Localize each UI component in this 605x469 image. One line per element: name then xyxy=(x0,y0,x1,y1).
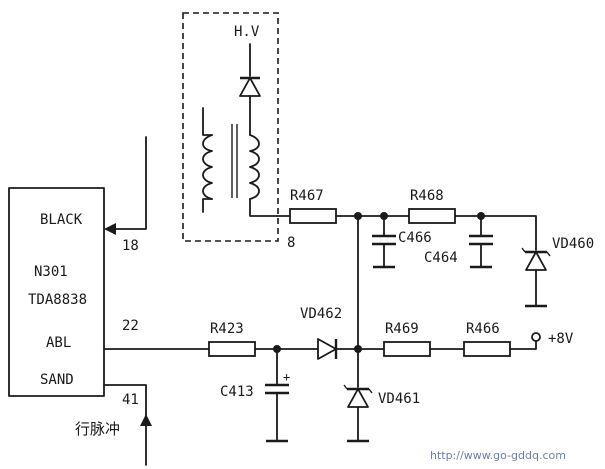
c413-polarity-plus: + xyxy=(283,370,290,384)
label-r468: R468 xyxy=(410,188,444,204)
ic-ref-label: N301 xyxy=(34,264,68,280)
resistor-r468 xyxy=(408,208,456,224)
vd460-triangle xyxy=(525,251,547,271)
label-line-pulse: 行脉冲 xyxy=(75,420,120,438)
resistor-r466 xyxy=(463,341,511,357)
wire-primary-top xyxy=(202,107,213,136)
wire-sand xyxy=(103,384,147,466)
arrow-line-pulse xyxy=(140,414,152,426)
label-vd461: VD461 xyxy=(378,391,420,407)
supply-terminal xyxy=(531,332,541,342)
label-r423: R423 xyxy=(210,321,244,337)
hv-diode-triangle xyxy=(239,77,261,97)
label-c466: C466 xyxy=(398,230,432,246)
vd460-bar-wing-right xyxy=(546,251,551,257)
resistor-r423 xyxy=(208,341,256,357)
hv-label: H.V xyxy=(234,24,260,40)
resistor-r467 xyxy=(289,208,337,224)
label-supply-8v: +8V xyxy=(548,331,574,347)
wire-r468-to-vd460 xyxy=(454,215,537,251)
vd460-bar-wing-left xyxy=(521,247,526,253)
vd461-triangle xyxy=(347,388,369,408)
pin-label-sand: SAND xyxy=(40,372,74,388)
secondary-winding xyxy=(249,134,260,200)
pin-number-8: 8 xyxy=(287,235,295,251)
pin-label-abl: ABL xyxy=(46,335,71,351)
wire-r466-to-supply xyxy=(509,340,537,350)
label-c413: C413 xyxy=(220,384,254,400)
pin-number-18: 18 xyxy=(122,238,139,254)
resistor-r469 xyxy=(383,341,431,357)
label-vd462: VD462 xyxy=(300,306,342,322)
vd462-triangle xyxy=(317,338,337,360)
label-r469: R469 xyxy=(385,321,419,337)
vd461-bar-wing-right xyxy=(368,388,373,394)
watermark-url: http://www.go-gddq.com xyxy=(430,449,566,462)
flyback-transformer-box xyxy=(182,12,279,242)
label-r466: R466 xyxy=(466,321,500,337)
wire-black-input xyxy=(113,136,147,230)
label-c464: C464 xyxy=(424,250,458,266)
wire-winding-to-r467 xyxy=(249,198,291,217)
wire-primary-bottom xyxy=(202,198,213,213)
primary-winding xyxy=(202,134,213,200)
arrow-black-input xyxy=(104,223,116,235)
pin-number-22: 22 xyxy=(122,318,139,334)
ic-part-label: TDA8838 xyxy=(28,292,87,308)
pin-label-black: BLACK xyxy=(40,212,83,228)
vd461-bar-wing-left xyxy=(343,384,348,390)
label-r467: R467 xyxy=(290,188,324,204)
ic-n301-body xyxy=(8,187,105,397)
pin-number-41: 41 xyxy=(122,392,139,408)
label-vd460: VD460 xyxy=(552,236,594,252)
